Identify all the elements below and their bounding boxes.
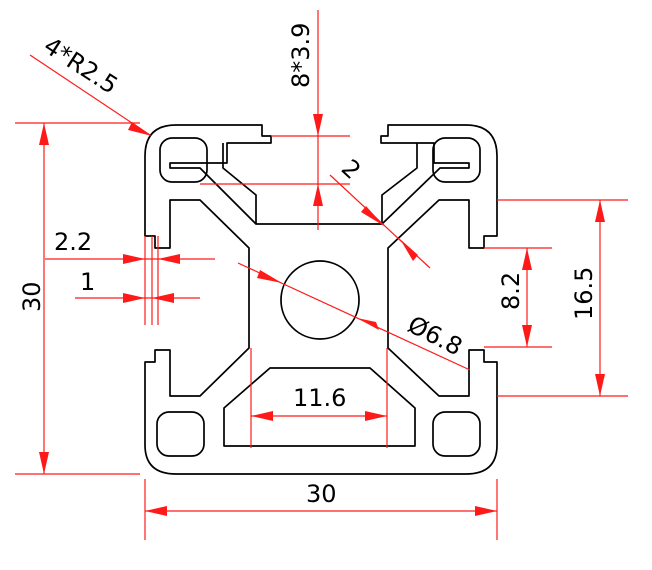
top-groove-left — [222, 143, 257, 224]
label-overall-height: 30 — [18, 281, 46, 312]
arrow — [361, 206, 384, 226]
label-slot-width-small: 8*3.9 — [287, 23, 315, 88]
arrow — [39, 123, 49, 145]
center-bore — [280, 260, 360, 340]
arrow — [595, 374, 605, 396]
arrow — [475, 506, 497, 516]
profile-outline — [144, 124, 498, 475]
arrow — [123, 293, 145, 303]
label-overall-width: 30 — [306, 480, 337, 508]
arrow — [400, 239, 418, 261]
corner-cavity-tl — [159, 137, 208, 183]
arrow — [158, 254, 180, 264]
arrow — [152, 293, 174, 303]
label-lip-2-2: 2.2 — [54, 228, 92, 256]
arrow — [257, 270, 282, 283]
corner-cavity-br — [432, 411, 481, 457]
arrow — [365, 411, 387, 421]
bottom-chamber — [223, 367, 416, 447]
label-lip-1: 1 — [80, 268, 95, 296]
outer-contour — [144, 124, 498, 475]
dimension-lines — [15, 10, 628, 540]
corner-cavity-bl — [156, 411, 205, 457]
arrow — [357, 318, 379, 330]
label-wall-thickness: 2 — [336, 154, 366, 185]
arrow — [595, 200, 605, 222]
corner-cavity-tr — [432, 137, 481, 183]
dim-line — [29, 54, 151, 136]
arrow — [123, 254, 145, 264]
arrow — [313, 184, 323, 206]
label-bottom-inner: 11.6 — [293, 384, 346, 412]
label-slot-depth: 16.5 — [570, 267, 598, 320]
arrow — [522, 325, 532, 347]
arrow — [522, 248, 532, 270]
arrow — [313, 114, 323, 136]
label-slot-opening: 8.2 — [497, 272, 525, 310]
arrow — [39, 452, 49, 474]
top-groove-right — [381, 143, 418, 224]
arrow — [128, 122, 152, 136]
dimension-labels: 4*R2.5 8*3.9 2 2.2 1 30 Ø6.8 8.2 16.5 11… — [18, 23, 598, 508]
arrow — [145, 506, 167, 516]
arrow — [251, 411, 273, 421]
